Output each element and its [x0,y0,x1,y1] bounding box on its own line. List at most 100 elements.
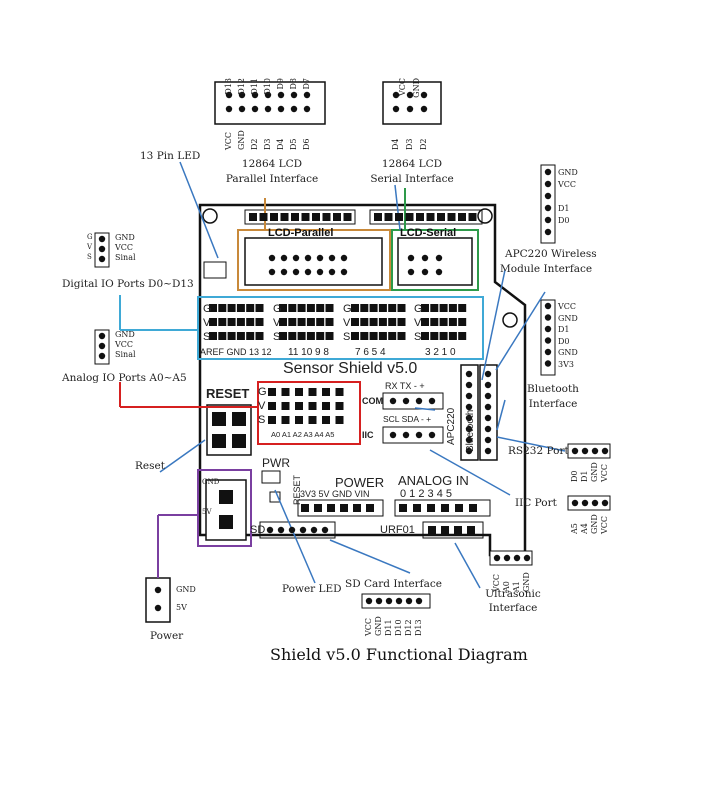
pin [435,268,443,276]
pin [428,431,436,439]
pin [288,318,297,326]
callout-ultrasonic-1: Ultrasonic [485,588,541,600]
pin [290,105,298,113]
pin [238,91,246,99]
pin [421,304,429,312]
diagram-caption: Shield v5.0 Functional Diagram [270,645,528,664]
pin [268,254,276,262]
ultrasonic-pin: A0 [502,581,511,592]
pin [340,254,348,262]
pin [484,403,492,411]
pin [544,180,552,188]
pin [448,318,457,326]
gvs-analog-board-letter: V [258,400,266,412]
pin [439,332,448,340]
pin [316,268,324,276]
sd-pin: D10 [394,619,403,636]
pin [303,105,311,113]
pin [365,597,373,605]
pin [407,268,415,276]
pin [280,268,288,276]
pin [413,504,421,512]
pin [360,332,369,340]
pin [435,254,443,262]
pin [544,192,552,200]
pin [448,332,457,340]
pin [277,105,285,113]
pin [544,228,552,236]
rs232-pin: D0 [570,470,579,482]
gvs-board-letter: G [203,303,212,315]
pin [402,431,410,439]
sd-board-label: SD [250,524,266,536]
pin [458,332,467,340]
callout-sd-card: SD Card Interface [345,578,442,590]
pin [321,526,329,534]
lcd-parallel-bottom-pin: VCC [224,131,233,150]
callout-apc-2: Module Interface [500,263,593,275]
pin [439,318,448,326]
iic-pin: VCC [600,515,609,534]
bluetooth-board-label: Bluetooth [465,409,476,452]
pin [581,447,589,455]
callout-ultrasonic-2: Interface [488,602,538,614]
pin [259,213,268,221]
pin [255,304,264,312]
pin [378,304,387,312]
pin [428,526,436,534]
analog-pin-labels: A0 A1 A2 A3 A4 A5 [271,430,335,439]
pin [270,213,278,221]
pin [335,388,344,396]
pin [366,504,374,512]
pin [303,91,311,99]
callout-iic-port: IIC Port [515,497,557,509]
pin [154,604,162,612]
pin [351,318,359,326]
ultrasonic-pinout [489,550,533,566]
pin [328,254,336,262]
rs232-pin: GND [590,462,599,482]
pin [335,416,344,424]
pin [465,414,473,422]
lcd-parallel-top-pin: D13 [224,78,233,95]
pin [571,447,579,455]
pin [316,304,325,312]
pin [395,597,403,605]
sd-pin: D11 [384,619,393,636]
pin [360,304,369,312]
lcd-serial-box [391,229,479,291]
pin [268,388,276,396]
gvs-digital-pin: GND [115,233,135,242]
gvs-board-letter: G [343,303,352,315]
pin [484,370,492,378]
pin [306,318,315,326]
pin [465,436,473,444]
pin [308,402,317,410]
pin [209,304,217,312]
digital-r2-labels: 3 2 1 0 [425,347,456,358]
apc220-pinout [540,164,556,244]
pin [281,388,290,396]
lcd-serial-top-pin: VCC [398,78,407,97]
top-header-left [244,209,356,225]
iic-pin: A4 [580,523,589,534]
pin [544,168,552,176]
pin [427,504,435,512]
pin [291,213,299,221]
pin [447,213,456,221]
mounting-hole [202,208,218,224]
pin [98,352,106,360]
power-jack-pin: 5V [202,508,212,516]
pin [421,318,429,326]
sd-pin: D12 [404,619,413,636]
pin [544,314,552,321]
pin [388,318,397,326]
pin [316,254,324,262]
lcd-parallel-top-pin: D9 [276,78,285,90]
pin [218,304,227,312]
pin [421,254,429,262]
pin [209,318,217,326]
apc220-pin: GND [558,168,578,177]
gvs-board-letter: G [273,303,282,315]
